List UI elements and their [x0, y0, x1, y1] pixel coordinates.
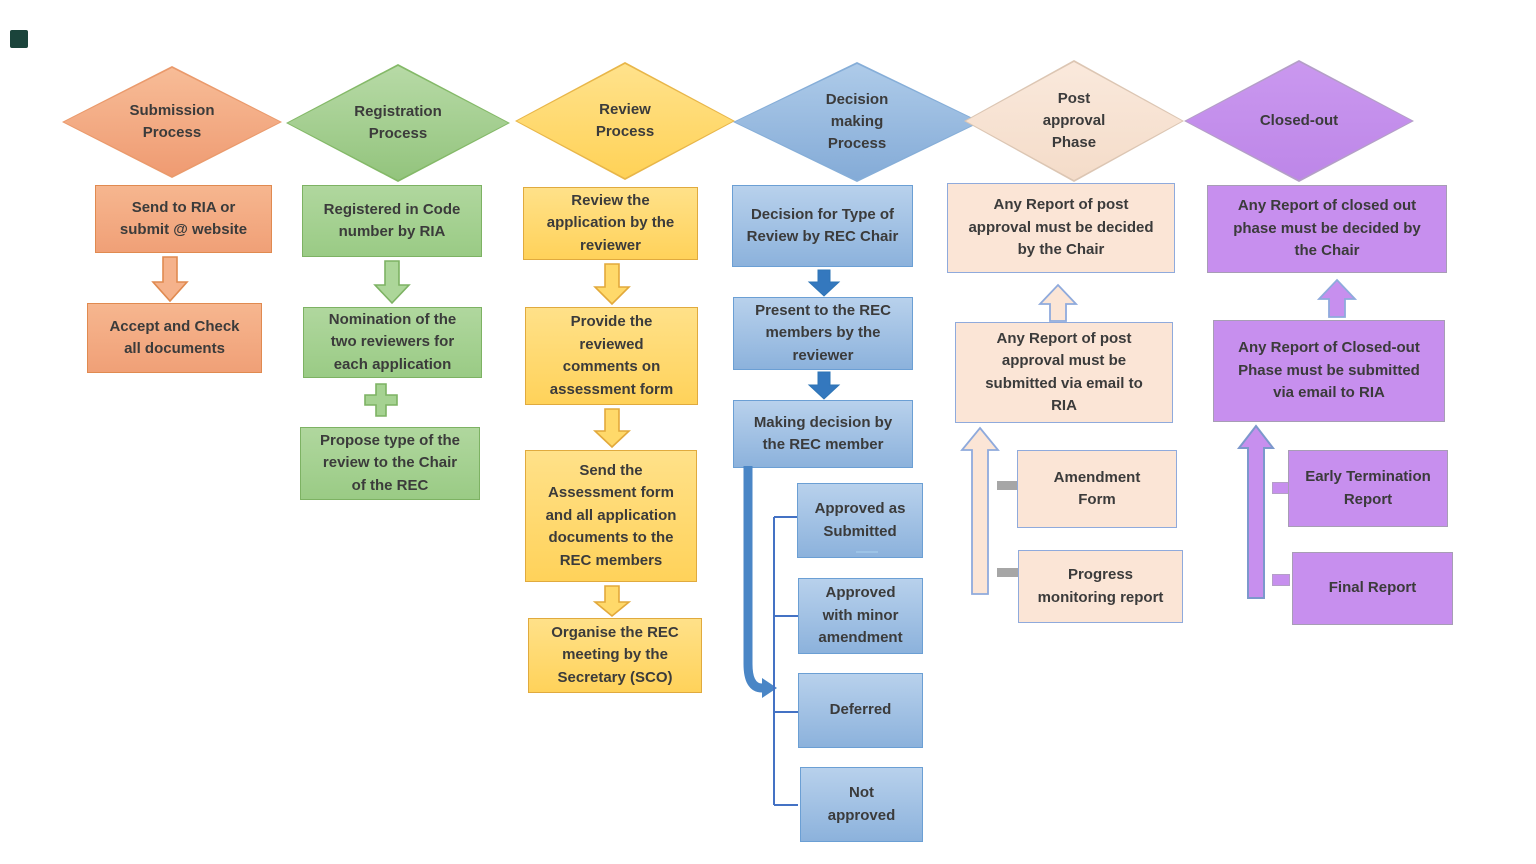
box-closed-out-decided-by-chair: Any Report of closed out phase must be d…: [1207, 185, 1447, 273]
box-organise-rec-meeting: Organise the REC meeting by the Secretar…: [528, 618, 702, 693]
diamond-closed-out: Closed-out: [1184, 60, 1414, 182]
box-present-to-rec: Present to the REC members by the review…: [733, 297, 913, 370]
box-making-decision: Making decision by the REC member: [733, 400, 913, 468]
tall-up-arrow-icon: [1236, 424, 1276, 599]
tall-up-arrow-icon: [960, 426, 1000, 595]
diamond-review-label: Review Process: [517, 64, 733, 178]
corner-marker: [10, 30, 28, 48]
down-arrow-icon: [592, 408, 632, 449]
box-review-application: Review the application by the reviewer: [523, 187, 698, 260]
diamond-decision-making-process: Decision making Process: [733, 62, 981, 182]
box-provide-comments: Provide the reviewed comments on assessm…: [525, 307, 698, 405]
box-early-termination-report: Early Termination Report: [1288, 450, 1448, 527]
diamond-decision-label: Decision making Process: [735, 64, 979, 180]
outcomes-bracket-connector: [773, 516, 798, 806]
box-closed-out-submit-email: Any Report of Closed-out Phase must be s…: [1213, 320, 1445, 422]
box-approved-minor-amendment: Approved with minor amendment: [798, 578, 923, 654]
box-send-to-ria: Send to RIA or submit @ website: [95, 185, 272, 253]
box-not-approved: Not approved: [800, 767, 923, 842]
box-nomination-reviewers: Nomination of the two reviewers for each…: [303, 307, 482, 378]
plus-connector-icon: [364, 383, 398, 417]
box-send-assessment-form: Send the Assessment form and all applica…: [525, 450, 697, 582]
down-arrow-icon: [373, 260, 411, 305]
down-arrow-icon: [151, 256, 189, 303]
box-post-approval-submit-email: Any Report of post approval must be subm…: [955, 322, 1173, 423]
down-arrow-icon: [807, 269, 841, 297]
diamond-submission-label: Submission Process: [64, 68, 280, 176]
diamond-submission-process: Submission Process: [62, 66, 282, 178]
box-approved-as-submitted: Approved as Submitted: [797, 483, 923, 558]
down-arrow-icon: [807, 371, 841, 400]
box-registered-code-number: Registered in Code number by RIA: [302, 185, 482, 257]
box-deferred: Deferred: [798, 673, 923, 748]
box-propose-review-type: Propose type of the review to the Chair …: [300, 427, 480, 500]
diamond-registration-label: Registration Process: [288, 66, 508, 180]
connector-stub: [997, 568, 1018, 577]
diamond-review-process: Review Process: [515, 62, 735, 180]
diamond-registration-process: Registration Process: [286, 64, 510, 182]
up-arrow-icon: [1037, 283, 1079, 322]
connector-stub: [997, 481, 1018, 490]
down-arrow-icon: [593, 263, 631, 306]
small-dash: [856, 551, 878, 553]
diamond-post-approval-phase: Post approval Phase: [964, 60, 1184, 182]
box-final-report: Final Report: [1292, 552, 1453, 625]
down-arrow-icon: [592, 585, 632, 618]
diamond-post-approval-label: Post approval Phase: [966, 62, 1182, 180]
box-decision-type-review: Decision for Type of Review by REC Chair: [732, 185, 913, 267]
diamond-closed-out-label: Closed-out: [1186, 62, 1412, 180]
connector-stub: [1272, 574, 1290, 586]
decision-elbow-connector: [743, 466, 777, 698]
box-amendment-form: Amendment Form: [1017, 450, 1177, 528]
up-arrow-icon: [1316, 278, 1358, 318]
box-accept-check-documents: Accept and Check all documents: [87, 303, 262, 373]
box-progress-monitoring-report: Progress monitoring report: [1018, 550, 1183, 623]
box-post-approval-decided-by-chair: Any Report of post approval must be deci…: [947, 183, 1175, 273]
